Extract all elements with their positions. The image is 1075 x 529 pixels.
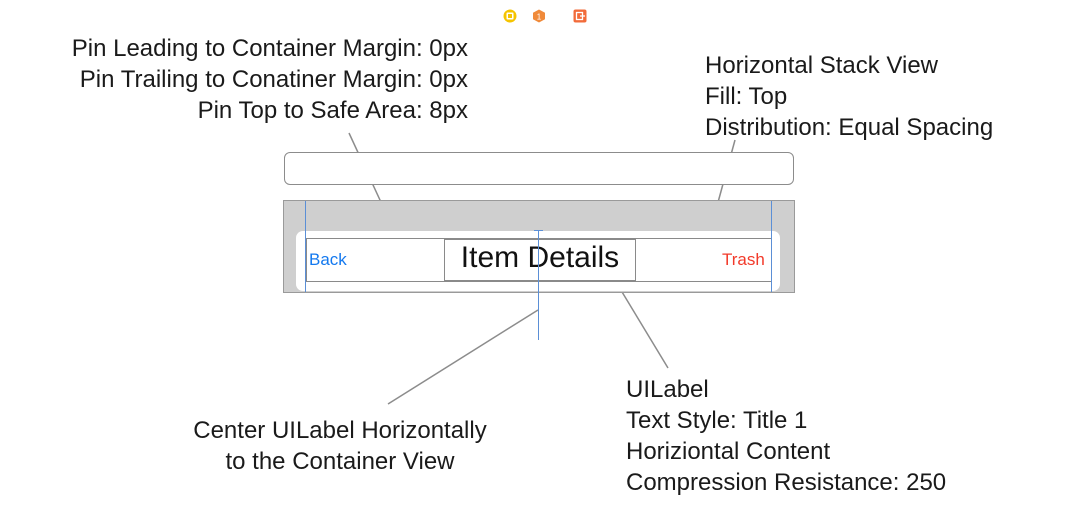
stack-fill-text: Fill: Top bbox=[705, 83, 788, 110]
pin-leading-text: Pin Leading to Container Margin: 0px bbox=[71, 35, 468, 62]
center-constraint-annotation: Center UILabel Horizontally to the Conta… bbox=[170, 415, 510, 477]
title-label-frame bbox=[444, 239, 636, 281]
label-leader-line bbox=[615, 281, 669, 369]
stack-title-text: Horizontal Stack View bbox=[705, 52, 938, 79]
first-responder-icon[interactable]: 1 bbox=[532, 9, 546, 23]
uilabel-content-text: Horiziontal Content bbox=[626, 438, 831, 465]
center-line2-text: to the Container View bbox=[225, 448, 455, 475]
center-x-guide bbox=[538, 231, 539, 340]
trailing-margin-guide bbox=[771, 201, 772, 292]
stack-view-annotation: Horizontal Stack View Fill: Top Distribu… bbox=[705, 50, 993, 143]
center-guide-cap bbox=[534, 230, 543, 231]
pin-top-text: Pin Top to Safe Area: 8px bbox=[197, 97, 468, 124]
stack-distribution-text: Distribution: Equal Spacing bbox=[705, 114, 994, 141]
svg-text:1: 1 bbox=[537, 13, 542, 22]
center-leader-line bbox=[387, 309, 539, 405]
pin-trailing-text: Pin Trailing to Conatiner Margin: 0px bbox=[79, 66, 468, 93]
uilabel-style-text: Text Style: Title 1 bbox=[626, 407, 808, 434]
view-controller-icon[interactable] bbox=[503, 9, 517, 23]
center-line1-text: Center UILabel Horizontally bbox=[193, 417, 487, 444]
item-details-label: Item Details bbox=[460, 241, 620, 274]
leading-margin-guide bbox=[305, 201, 306, 292]
uilabel-compression-text: Compression Resistance: 250 bbox=[626, 469, 947, 496]
exit-icon[interactable] bbox=[573, 9, 587, 23]
pin-constraints-annotation: Pin Leading to Container Margin: 0px Pin… bbox=[72, 33, 468, 126]
trash-button[interactable]: Trash bbox=[722, 250, 765, 269]
scene-dock bbox=[284, 152, 794, 185]
uilabel-annotation: UILabel Text Style: Title 1 Horiziontal … bbox=[626, 374, 946, 498]
uilabel-title-text: UILabel bbox=[626, 376, 709, 403]
back-button[interactable]: Back bbox=[309, 250, 347, 269]
